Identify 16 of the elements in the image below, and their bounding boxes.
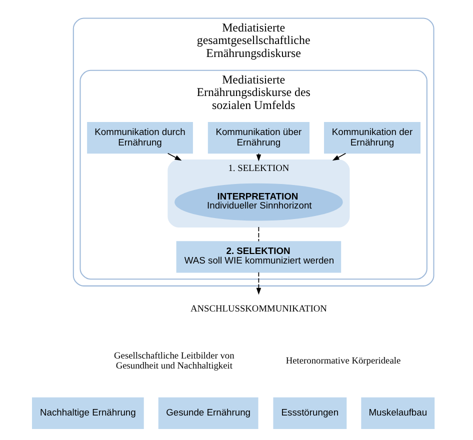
arrow	[256, 272, 262, 295]
arrow	[167, 152, 182, 161]
connector	[258, 226, 260, 242]
node-box: Kommunikation durch Ernährung	[87, 122, 193, 154]
node-box: Essstörungen	[273, 397, 347, 429]
node-box: Nachhaltige Ernährung	[32, 397, 144, 429]
node-box: Kommunikation über Ernährung	[208, 122, 310, 154]
node-box: Muskelaufbau	[361, 397, 435, 429]
node-text: ANSCHLUSSKOMMUNIKATION	[190, 304, 327, 314]
label: Gesellschaftliche Leitbilder von Gesundheit und Nachhaltigkeit	[114, 351, 234, 372]
node-box: Gesunde Ernährung	[158, 397, 258, 429]
label: Heteronormative Körperideale	[286, 356, 401, 366]
node-ellipse: INTERPRETATION Individueller Sinnhorizont	[174, 183, 343, 221]
node-box: Kommunikation der Ernährung	[324, 122, 421, 154]
arrow	[332, 152, 346, 161]
node-box: 2. SELEKTION WAS soll WIE kommuniziert werden	[176, 241, 342, 273]
